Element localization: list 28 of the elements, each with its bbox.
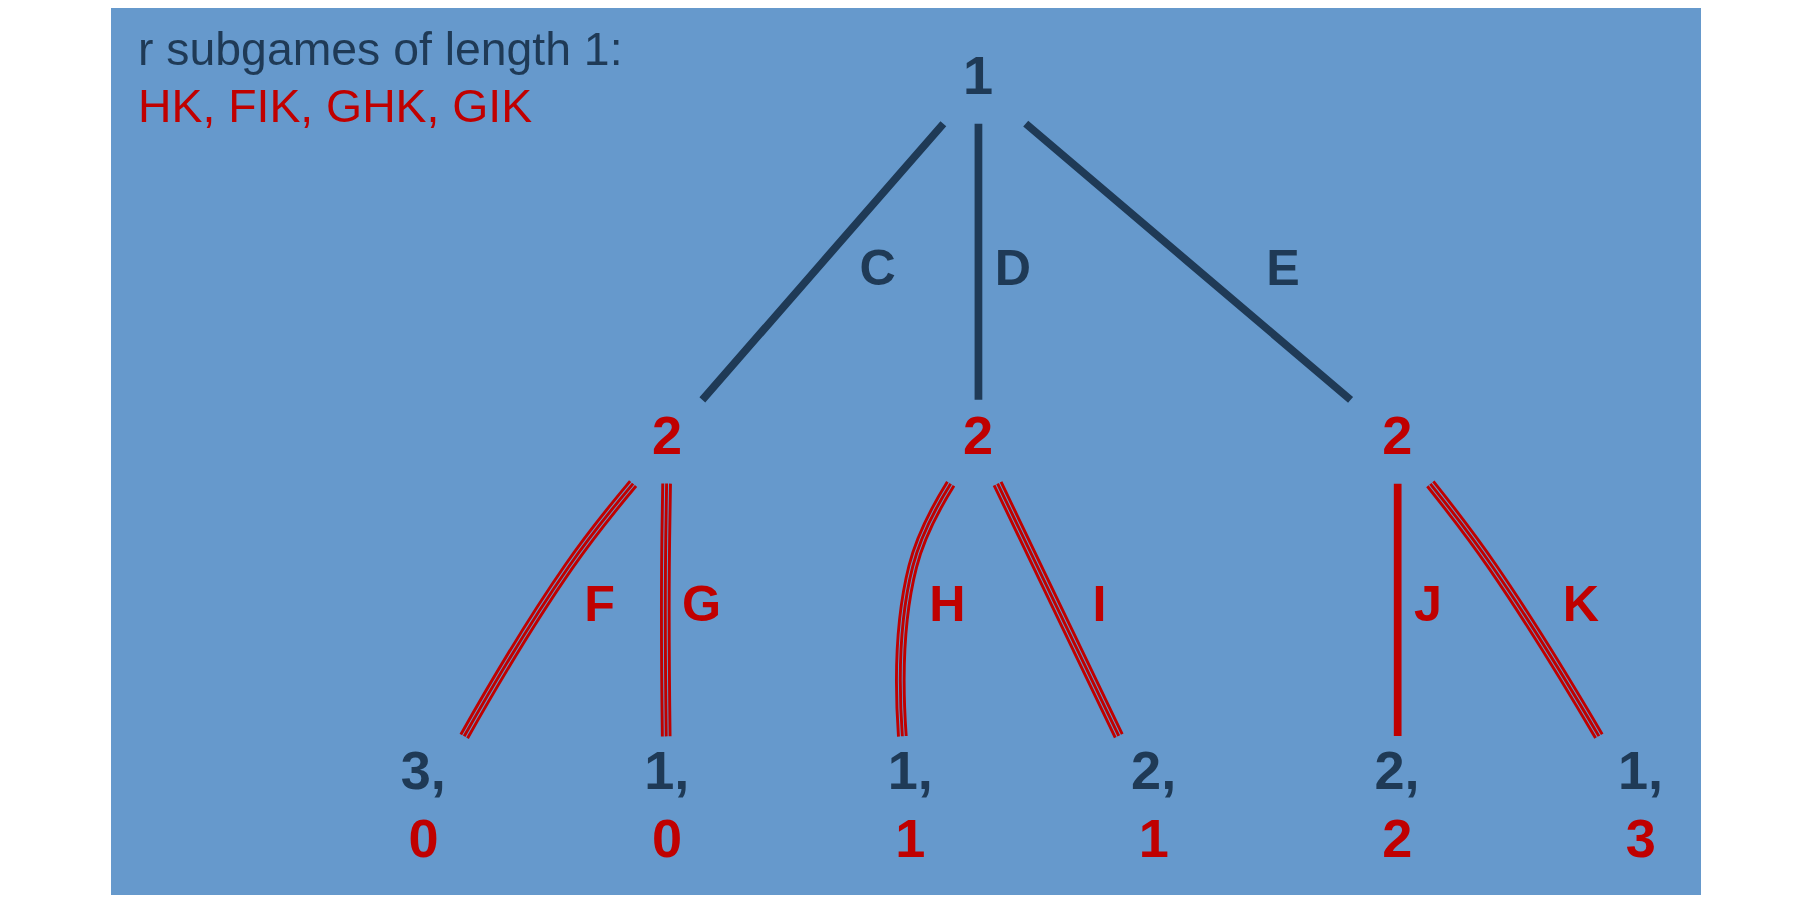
edge-label: J bbox=[1414, 576, 1443, 633]
connector bbox=[459, 480, 638, 739]
node-text: 1 bbox=[962, 44, 994, 105]
node-text: 2 bbox=[962, 405, 994, 466]
label: HK, FIK, GHK, GIK bbox=[138, 80, 533, 133]
edge-label: E bbox=[1266, 239, 1300, 296]
edge-label: D bbox=[994, 239, 1032, 296]
label: r subgames of length 1: bbox=[138, 22, 623, 75]
connector bbox=[895, 480, 956, 737]
connector bbox=[699, 121, 947, 403]
edge-label: K bbox=[1562, 576, 1600, 633]
node-text: 1, 0 bbox=[644, 740, 690, 869]
edge-label: H bbox=[929, 576, 966, 633]
edge-label: F bbox=[584, 576, 616, 633]
node-text: 1, 1 bbox=[887, 740, 933, 869]
edge-label: G bbox=[681, 576, 721, 633]
node-text: 1, 3 bbox=[1617, 740, 1664, 869]
node-text: 2, 1 bbox=[1131, 740, 1177, 869]
node-text: 2 bbox=[1382, 405, 1413, 466]
edge-label: I bbox=[1092, 576, 1107, 633]
connector bbox=[1426, 480, 1604, 739]
node-text: 3, 0 bbox=[400, 740, 446, 869]
node-text: 2 bbox=[651, 405, 683, 466]
node-text: 2, 2 bbox=[1374, 740, 1420, 869]
connector bbox=[660, 483, 672, 737]
edge-label: C bbox=[859, 239, 896, 296]
connector bbox=[1023, 120, 1354, 403]
connector bbox=[992, 481, 1124, 739]
